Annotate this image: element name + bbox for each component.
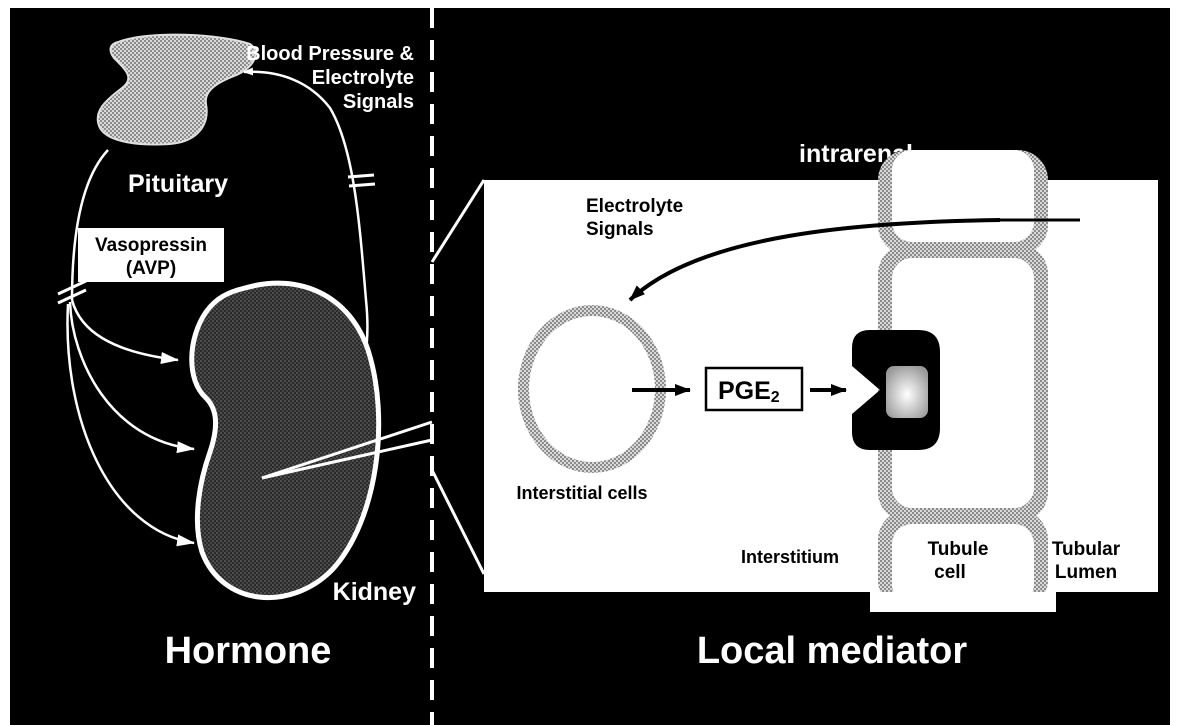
pge2-label: PGE2 — [718, 377, 780, 406]
hormone-label-line-2: (AVP) — [126, 258, 176, 279]
right-signals-line-2: Signals — [586, 219, 654, 240]
tubular-lumen-label-line-1: Tubular — [1052, 539, 1121, 560]
left-signals-line-3: Signals — [343, 91, 414, 113]
left-signals-line-1: Blood Pressure & — [246, 43, 414, 65]
right-panel-title: Local mediator — [697, 630, 967, 672]
tubule-cell-label-line-1: Tubule — [928, 539, 989, 560]
receptor-site — [886, 366, 928, 418]
tubule-cell-label-line-2: cell — [934, 562, 966, 583]
interstitial-cells-label: Interstitial cells — [516, 483, 647, 503]
right-signals-line-1: Electrolyte — [586, 196, 683, 217]
tubular-lumen-label-line-2: Lumen — [1055, 562, 1117, 583]
left-signals-line-2: Electrolyte — [312, 67, 414, 89]
pituitary-label: Pituitary — [128, 170, 228, 198]
kidney-label: Kidney — [333, 578, 416, 606]
interstitium-label: Interstitium — [741, 547, 839, 567]
left-panel-title: Hormone — [165, 630, 332, 672]
hormone-label-line-1: Vasopressin — [95, 235, 207, 256]
